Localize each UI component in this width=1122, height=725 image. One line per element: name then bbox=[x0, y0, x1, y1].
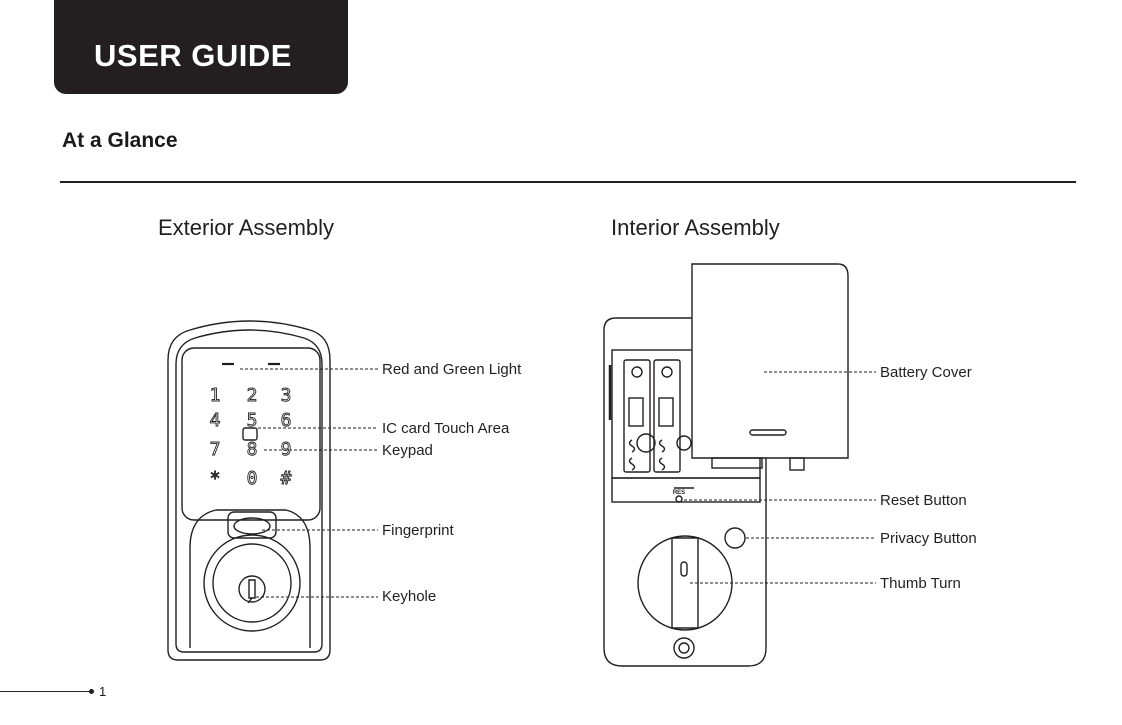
key-star: * bbox=[210, 468, 221, 489]
key-2: 2 bbox=[247, 385, 258, 406]
callout-thumb-turn: Thumb Turn bbox=[880, 575, 961, 592]
key-9: 9 bbox=[281, 439, 292, 460]
interior-lock-drawing bbox=[604, 264, 848, 666]
callout-reset-button: Reset Button bbox=[880, 492, 967, 509]
footer-line bbox=[0, 691, 91, 692]
battery-cover bbox=[692, 264, 848, 458]
reset-label: RES bbox=[673, 490, 685, 496]
key-hash: # bbox=[281, 468, 292, 489]
key-6: 6 bbox=[281, 410, 292, 431]
key-5: 5 bbox=[247, 410, 258, 431]
page-number: 1 bbox=[99, 684, 106, 699]
callout-fingerprint: Fingerprint bbox=[382, 522, 454, 539]
key-1: 1 bbox=[210, 385, 221, 406]
key-8: 8 bbox=[247, 439, 258, 460]
exterior-lock-drawing bbox=[168, 321, 330, 660]
callout-battery-cover: Battery Cover bbox=[880, 364, 972, 381]
privacy-button bbox=[725, 528, 745, 548]
reset-button bbox=[676, 496, 682, 502]
callout-ic-card: IC card Touch Area bbox=[382, 420, 509, 437]
callout-keypad: Keypad bbox=[382, 442, 433, 459]
callout-red-green-light: Red and Green Light bbox=[382, 361, 521, 378]
key-3: 3 bbox=[281, 385, 292, 406]
key-4: 4 bbox=[210, 410, 221, 431]
callout-keyhole: Keyhole bbox=[382, 588, 436, 605]
footer-dot bbox=[89, 689, 94, 694]
key-7: 7 bbox=[210, 439, 221, 460]
callout-privacy-button: Privacy Button bbox=[880, 530, 977, 547]
key-0: 0 bbox=[247, 468, 258, 489]
